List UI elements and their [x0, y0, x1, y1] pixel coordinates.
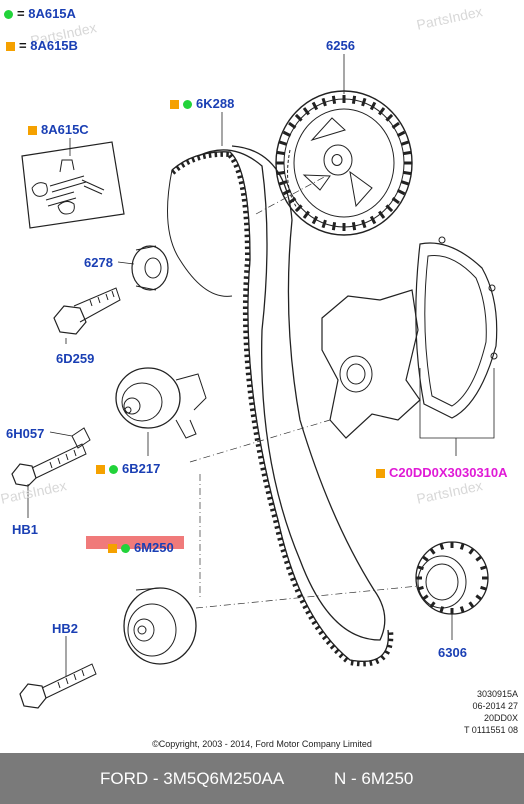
label-C20-text: C20DD0X3030310A — [389, 465, 508, 480]
label-6306[interactable]: 6306 — [438, 645, 467, 660]
reference-line-4: T 0111551 08 — [463, 725, 518, 735]
orange-square-icon — [6, 42, 15, 51]
stud-6H057 — [71, 427, 91, 449]
idler-pulley-6M250 — [123, 587, 197, 665]
bolt-HB1 — [11, 443, 87, 487]
crank-sprocket-teeth — [416, 542, 488, 614]
orange-square-icon — [28, 126, 37, 135]
green-dot-icon — [109, 465, 118, 474]
label-6K288[interactable]: 6K288 — [170, 96, 234, 111]
reference-line-2: 06-2014 27 — [472, 701, 518, 711]
green-dot-icon — [121, 544, 130, 553]
green-dot-icon — [4, 10, 13, 19]
crank-sprocket-6306 — [415, 541, 489, 615]
label-6M250[interactable]: 6M250 — [108, 540, 174, 555]
label-6B217-text: 6B217 — [122, 461, 161, 476]
reference-block: 3030915A 06-2014 27 20DD0X T 0111551 08 — [464, 688, 518, 736]
bolt-kit-box — [21, 141, 125, 229]
washer-6278 — [131, 245, 169, 291]
legend-orange-code: 8A615B — [30, 38, 78, 53]
orange-square-icon — [108, 544, 117, 553]
reference-line-1: 3030915A — [476, 689, 518, 699]
camshaft-pulley-drawing — [275, 90, 413, 236]
orange-square-icon — [96, 465, 105, 474]
tensioner-6B217 — [115, 367, 207, 439]
timing-belt-teeth — [171, 151, 394, 667]
orange-square-icon — [376, 469, 385, 478]
legend-orange[interactable]: = 8A615B — [6, 38, 78, 53]
label-6B217[interactable]: 6B217 — [96, 461, 160, 476]
label-HB1[interactable]: HB1 — [12, 522, 39, 537]
footer-part-number: FORD - 3M5Q6M250AA — [100, 769, 285, 788]
label-8A615C[interactable]: 8A615C — [28, 122, 89, 137]
label-6H057[interactable]: 6H057 — [6, 426, 45, 441]
label-6K288-text: 6K288 — [196, 96, 235, 111]
label-HB2[interactable]: HB2 — [52, 621, 79, 636]
camshaft-pulley-teeth — [276, 95, 412, 231]
label-6256[interactable]: 6256 — [326, 38, 355, 53]
legend-green-code: 8A615A — [28, 6, 76, 21]
copyright-text: ©Copyright, 2003 - 2014, Ford Motor Comp… — [152, 739, 372, 749]
label-6D259[interactable]: 6D259 — [56, 351, 95, 366]
label-6M250-text: 6M250 — [134, 540, 174, 555]
legend-green[interactable]: = 8A615A — [4, 6, 76, 21]
footer-bar: FORD - 3M5Q6M250AA N - 6M250 — [0, 753, 524, 804]
label-C20DD0X3030310A[interactable]: C20DD0X3030310A — [376, 465, 508, 480]
belt-drive-diagram — [11, 54, 498, 709]
orange-square-icon — [170, 100, 179, 109]
footer-group: N - 6M250 — [334, 769, 414, 788]
green-dot-icon — [183, 100, 192, 109]
label-6278[interactable]: 6278 — [84, 255, 113, 270]
reference-line-3: 20DD0X — [483, 713, 518, 723]
water-pump-assembly — [321, 236, 498, 439]
label-8A615C-text: 8A615C — [41, 122, 89, 137]
bolt-6D259 — [53, 287, 121, 335]
bolt-HB2 — [19, 663, 97, 709]
